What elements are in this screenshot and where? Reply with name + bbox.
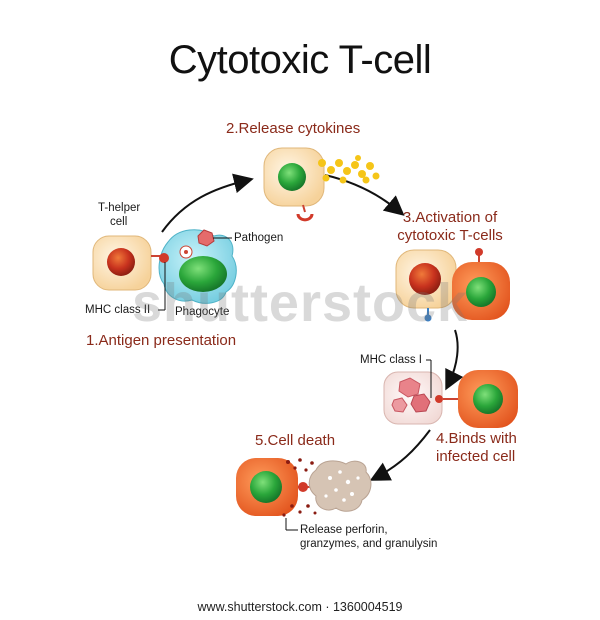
t-helper-cell <box>92 235 160 291</box>
cytotoxic-t-cell-activated <box>452 248 510 320</box>
cytotoxic-t-cell-bound <box>443 370 518 428</box>
phagocyte-label: Phagocyte <box>175 306 230 318</box>
step-3-label-line2: cytotoxic T-cells <box>397 227 503 244</box>
step-2-label: 2.Release cytokines <box>226 120 361 137</box>
arrow-3-to-4 <box>445 329 464 391</box>
step-5-label: 5.Cell death <box>255 432 336 449</box>
cytokine-dots <box>318 155 380 184</box>
phagocyte-cell <box>158 229 237 304</box>
infected-cell <box>383 371 443 425</box>
pathogen-label: Pathogen <box>234 232 284 244</box>
step-1-label: 1.Antigen presentation <box>86 332 237 349</box>
watermark: shutterstock <box>131 273 469 333</box>
step-4-label-line1: 4.Binds with <box>436 430 517 447</box>
release-label-line2: granzymes, and granulysin <box>300 538 438 550</box>
dying-cell <box>308 460 372 512</box>
arrow-2-to-3 <box>324 174 405 216</box>
cytotoxic-t-cell-killing <box>236 458 310 516</box>
arrow-1-to-2 <box>161 173 254 233</box>
diagram-title: Cytotoxic T-cell <box>168 38 432 82</box>
cytokine-helper-cell <box>263 147 325 222</box>
arrow-4-to-5 <box>369 429 431 481</box>
mhc-class-i-label: MHC class I <box>360 354 422 366</box>
t-helper-label-line1: T-helper <box>98 202 141 214</box>
release-label-line1: Release perforin, <box>300 524 388 536</box>
t-helper-label-line2: cell <box>110 216 128 228</box>
mhc-class-ii-label: MHC class II <box>85 304 151 316</box>
step-4-label-line2: infected cell <box>436 448 516 465</box>
activated-helper-cell <box>395 249 457 322</box>
step-3-label-line1: 3.Activation of <box>402 209 498 226</box>
pathogen <box>197 229 215 247</box>
footer-credit: www.shutterstock.com · 1360004519 <box>197 600 403 614</box>
